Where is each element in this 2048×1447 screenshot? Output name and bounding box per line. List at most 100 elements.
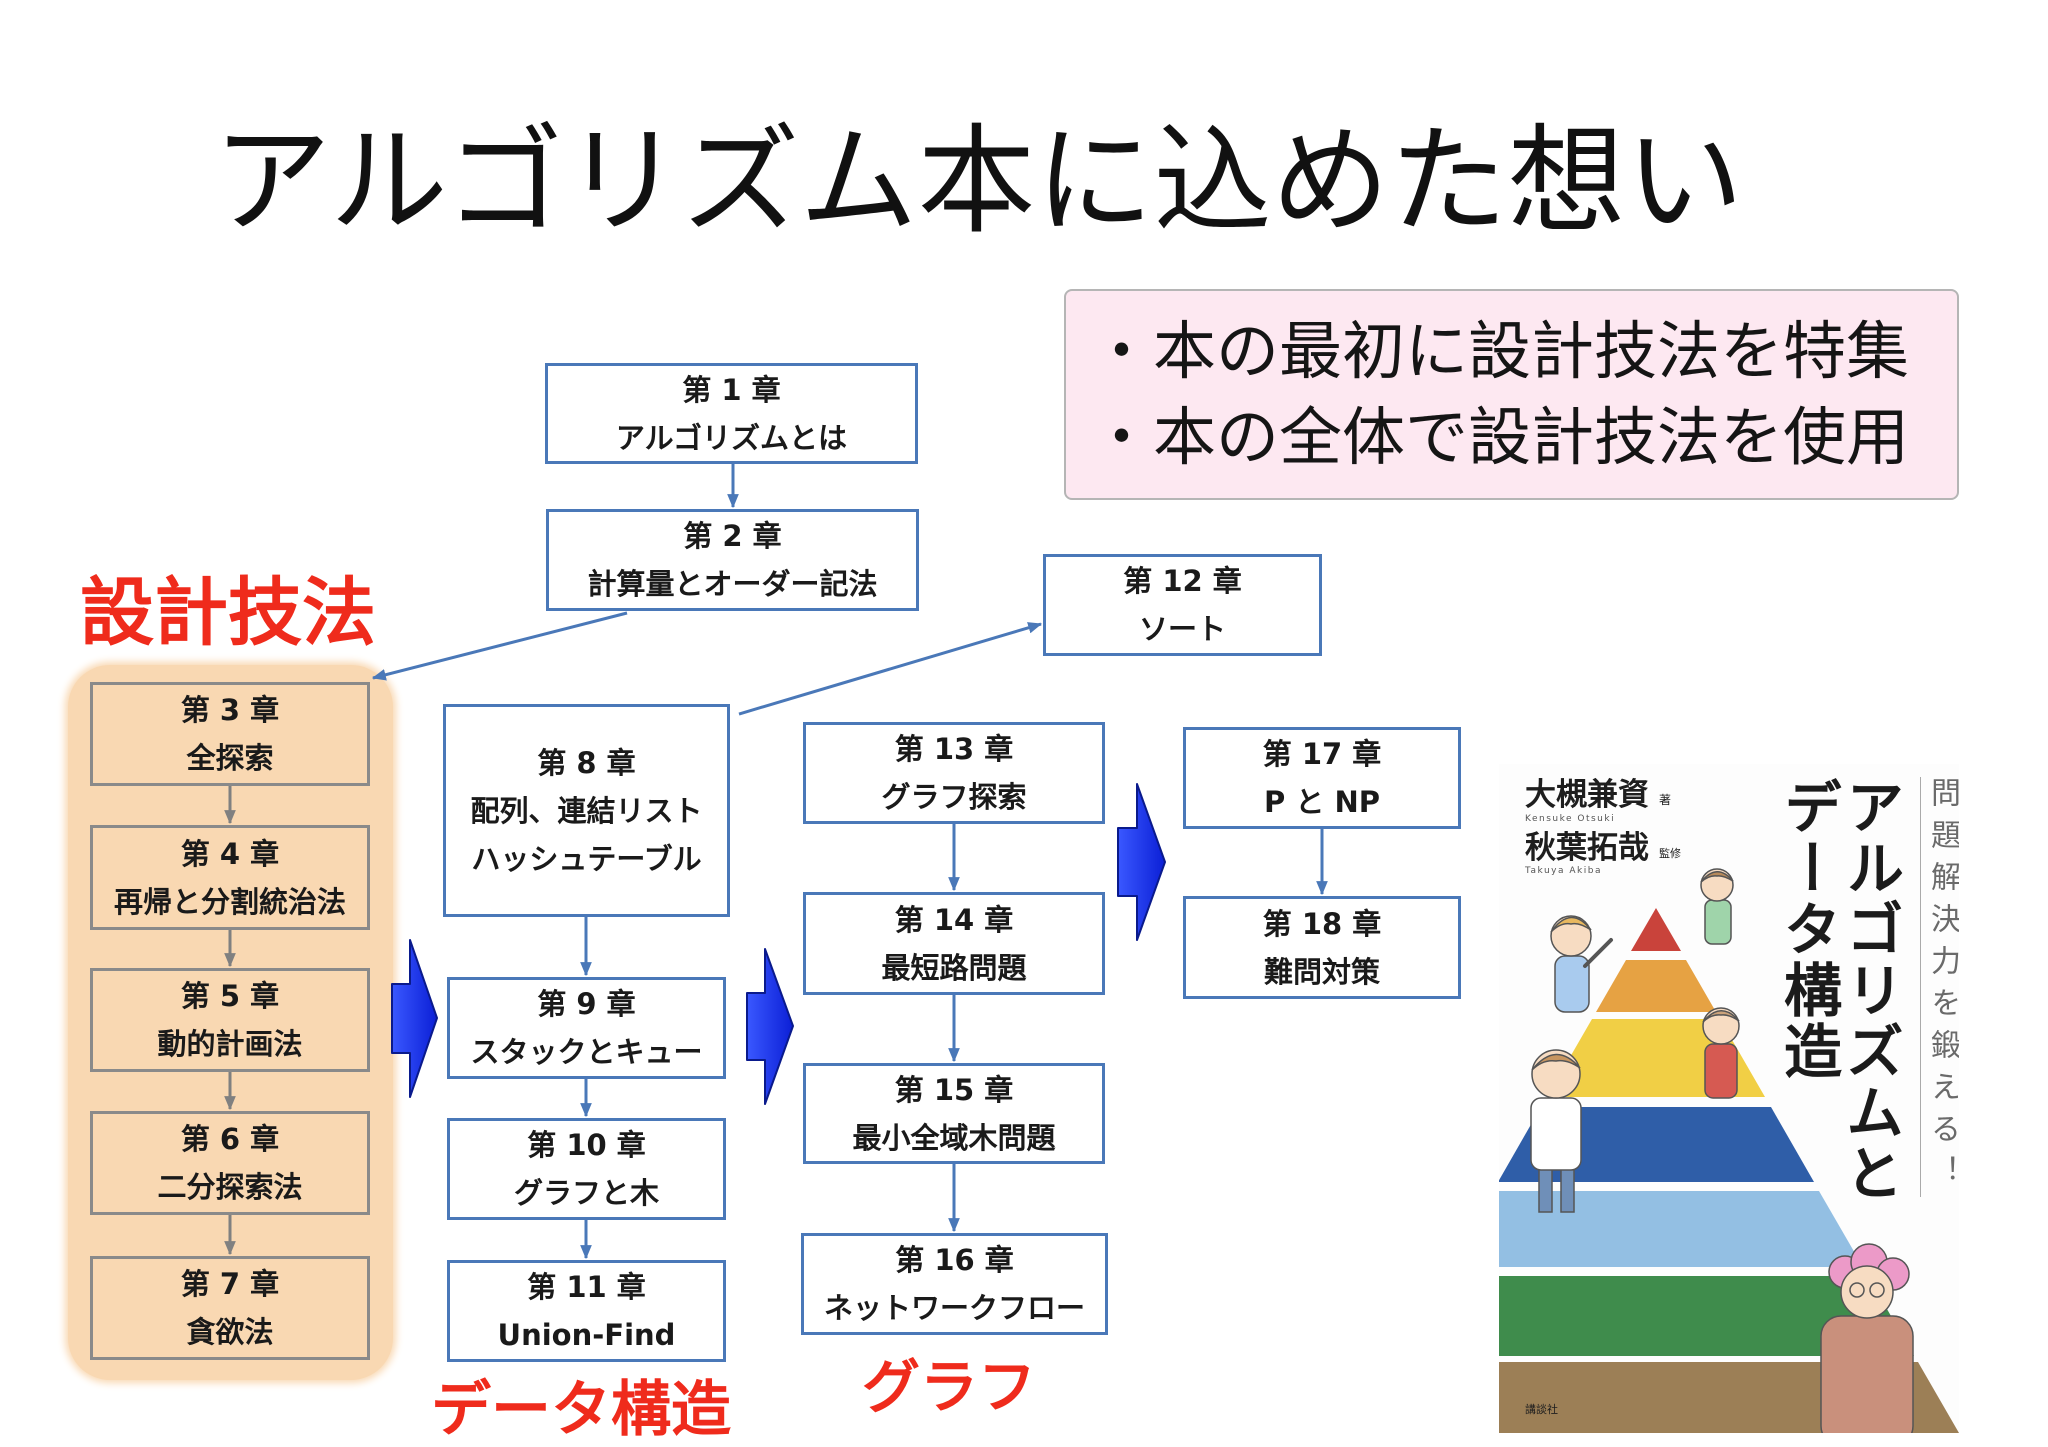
character-hair	[1700, 871, 1734, 883]
character-hair	[1550, 916, 1592, 933]
chapter-number: 第 11 章	[527, 1270, 646, 1304]
flow-arrow-design-to-data-structures	[391, 939, 438, 1098]
flow-arrow-data-structures-to-graphs	[746, 948, 794, 1105]
character-head	[1550, 915, 1592, 957]
chapter-title: 計算量とオーダー記法	[587, 567, 878, 601]
chapter-number: 第 17 章	[1262, 737, 1382, 771]
chapter-16-box: 第 16 章 ネットワークフロー	[801, 1233, 1108, 1335]
book-supervisor-role: 監修	[1659, 847, 1681, 860]
book-author-romaji: Kensuke Otsuki	[1525, 814, 1616, 824]
chapter-number: 第 18 章	[1262, 906, 1382, 941]
chapter-2-box: 第 2 章 計算量とオーダー記法	[546, 509, 919, 611]
chapter-title: アルゴリズムとは	[615, 420, 848, 455]
chapter-1-box: 第 1 章 アルゴリズムとは	[545, 363, 918, 464]
chapter-number: 第 4 章	[180, 836, 280, 871]
character-body	[1530, 1097, 1582, 1171]
book-author: 大槻兼資	[1525, 777, 1649, 813]
book-tagline: 問題解決力を鍛える！	[1925, 777, 1959, 1197]
chapter-number: 第 7 章	[180, 1267, 280, 1301]
chapter-title: 配列、連結リスト	[470, 793, 703, 828]
book-tagline-divider	[1920, 777, 1921, 1197]
chapter-15-box: 第 15 章 最小全域木問題	[803, 1063, 1105, 1164]
character-illustration	[1530, 1049, 1582, 1213]
flow-arrow-graphs-to-advanced	[1117, 783, 1166, 941]
chapter-8-box: 第 8 章 配列、連結リスト ハッシュテーブル	[443, 704, 730, 917]
chapter-11-box: 第 11 章 Union-Find	[447, 1260, 726, 1362]
slide-title: アルゴリズム本に込めた想い	[213, 112, 1744, 250]
pyramid-layer	[1631, 908, 1681, 951]
character-hair	[1702, 1010, 1740, 1023]
section-label-data-structures: データ構造	[431, 1375, 731, 1445]
chapter-number: 第 10 章	[527, 1128, 646, 1162]
chapter-title: 難問対策	[1263, 954, 1380, 989]
section-label-graphs: グラフ	[862, 1353, 1037, 1421]
character-glasses	[1849, 1282, 1865, 1298]
book-cover-illustration	[1499, 868, 1959, 1433]
chapter-17-box: 第 17 章 P と NP	[1183, 727, 1461, 829]
chapter-14-box: 第 14 章 最短路問題	[803, 892, 1105, 995]
character-head	[1840, 1265, 1894, 1319]
chapter-6-box: 第 6 章 二分探索法	[90, 1111, 370, 1215]
chapter-number: 第 6 章	[180, 1122, 280, 1156]
connector-ch8-to-ch12	[738, 622, 1043, 716]
connector-ch2-to-design-techniques	[371, 611, 628, 681]
chapter-title: ハッシュテーブル	[471, 841, 702, 876]
character-glasses	[1869, 1282, 1885, 1298]
chapter-5-box: 第 5 章 動的計画法	[90, 968, 370, 1072]
chapter-number: 第 5 章	[180, 979, 280, 1013]
chapter-18-box: 第 18 章 難問対策	[1183, 896, 1461, 999]
chapter-9-box: 第 9 章 スタックとキュー	[447, 977, 726, 1079]
chapter-title: 貪欲法	[186, 1315, 274, 1349]
chapter-number: 第 1 章	[682, 372, 781, 407]
chapter-number: 第 14 章	[894, 902, 1014, 937]
character-illustration	[1550, 915, 1613, 1013]
book-supervisor-romaji: Takuya Akiba	[1525, 866, 1602, 876]
highlight-line: ・本の全体で設計技法を使用	[1090, 401, 1909, 474]
chapter-title: 最小全域木問題	[852, 1120, 1056, 1155]
chapter-number: 第 13 章	[894, 732, 1014, 766]
character-hair	[1531, 1053, 1581, 1071]
highlight-line: ・本の最初に設計技法を特集	[1090, 315, 1909, 388]
chapter-13-box: 第 13 章 グラフ探索	[803, 722, 1105, 824]
book-title-line-1: アルゴリズムと	[1836, 777, 1904, 1204]
chapter-number: 第 2 章	[683, 519, 782, 553]
chapter-title: 動的計画法	[157, 1027, 303, 1061]
character-body	[1704, 899, 1732, 945]
section-label-design-techniques: 設計技法	[80, 570, 376, 656]
chapter-title: 二分探索法	[157, 1170, 303, 1204]
character-illustration	[1700, 868, 1734, 945]
book-cover: 大槻兼資 著 Kensuke Otsuki 秋葉拓哉 監修 Takuya Aki…	[1499, 764, 1959, 1433]
chapter-10-box: 第 10 章 グラフと木	[447, 1118, 726, 1220]
chapter-12-box: 第 12 章 ソート	[1043, 554, 1322, 656]
chapter-number: 第 9 章	[537, 987, 636, 1021]
chapter-title: グラフと木	[513, 1176, 659, 1210]
chapter-title: 全探索	[186, 741, 274, 775]
chapter-number: 第 12 章	[1123, 564, 1242, 598]
character-body	[1820, 1315, 1914, 1433]
chapter-number: 第 3 章	[180, 693, 280, 727]
character-illustration	[1820, 1243, 1914, 1433]
pyramid-layer	[1596, 960, 1716, 1012]
chapter-7-box: 第 7 章 貪欲法	[90, 1256, 370, 1360]
chapter-3-box: 第 3 章 全探索	[90, 682, 370, 786]
character-arm	[1583, 938, 1613, 968]
chapter-title: ネットワークフロー	[823, 1291, 1085, 1325]
pyramid-layer	[1499, 1276, 1914, 1356]
pyramid-layer	[1499, 1191, 1863, 1267]
chapter-title: 再帰と分割統治法	[113, 884, 346, 919]
character-leg	[1538, 1167, 1553, 1213]
chapter-title: 最短路問題	[881, 950, 1027, 985]
character-illustration	[1702, 1007, 1740, 1099]
book-author-role: 著	[1659, 793, 1672, 807]
highlight-box: ・本の最初に設計技法を特集 ・本の全体で設計技法を使用	[1064, 289, 1959, 500]
chapter-title: グラフ探索	[881, 780, 1027, 814]
character-head	[1702, 1007, 1740, 1045]
chapter-4-box: 第 4 章 再帰と分割統治法	[90, 825, 370, 930]
chapter-number: 第 16 章	[895, 1243, 1014, 1277]
chapter-title: Union-Find	[497, 1318, 676, 1352]
chapter-title: P と NP	[1264, 785, 1380, 819]
character-body	[1704, 1043, 1738, 1099]
chapter-number: 第 8 章	[537, 745, 636, 780]
chapter-title: スタックとキュー	[470, 1035, 703, 1069]
book-title-line-2: データ構造	[1774, 777, 1842, 1082]
